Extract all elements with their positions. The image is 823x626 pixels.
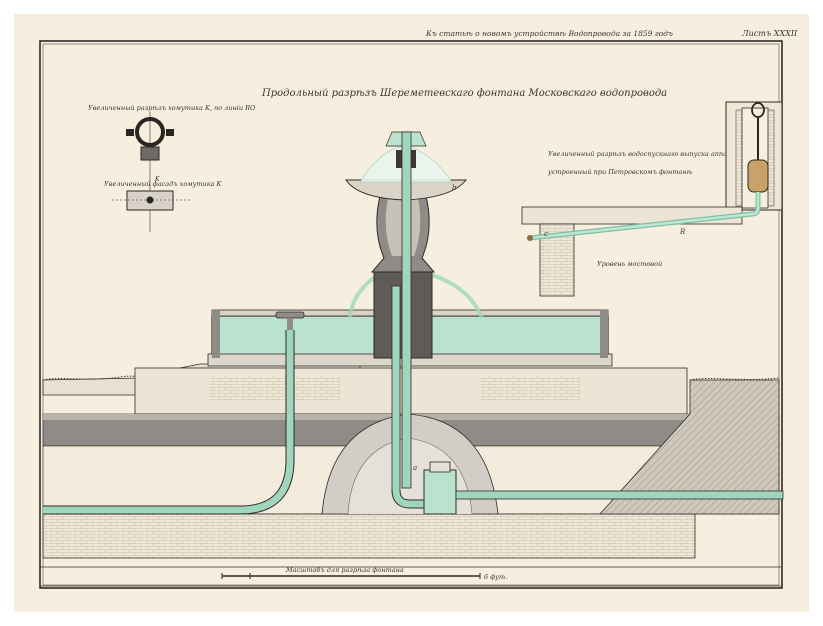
drain-detail-caption-2: устроенный при Петровскомъ фонтанѣ [547,168,693,176]
distribution-box [423,469,457,515]
drain-detail-pavement-caption: Уровень мостовой [597,260,662,268]
scale-bar: Масштабъ для разрѣза фонтана 6 фут. [40,566,782,587]
clamp-detail: Увеличенный разрѣзъ хомутика K, по линіи… [88,104,256,232]
drain-detail: Увеличенный разрѣзъ водоспускнаго выпуск… [521,101,783,297]
marker-k: K [154,176,160,183]
clamp-detail-top-caption: Увеличенный разрѣзъ хомутика K, по линіи… [88,104,256,112]
drain-detail-caption-1: Увеличенный разрѣзъ водоспускнаго выпуск… [548,150,754,158]
drain-valve-body [747,159,769,193]
marker-a: a [413,464,417,472]
main-pipe-right [455,490,784,500]
marker-b: b [452,184,457,192]
sheet-frame-inner [42,43,780,586]
fountain-section: b a c R [42,131,784,559]
marker-r: R [679,228,686,236]
scale-caption: Масштабъ для разрѣза фонтана [285,566,404,574]
base-masonry [42,513,696,559]
sheet-frame [39,40,783,589]
sheet-label: Листъ XXXII [741,29,798,38]
clamp-ring [135,117,165,147]
header-reference: Къ статьѣ о новомъ устройствѣ Водопровод… [425,29,673,38]
drawing-title: Продольный разрѣзъ Шереметевскаго фонтан… [261,88,667,99]
central-riser-pipe [401,131,412,489]
marker-c: c [544,230,548,238]
clamp-detail-bottom-caption: Увеличенный фасадъ хомутика K [104,180,223,188]
scale-end-label: 6 фут. [484,573,507,581]
